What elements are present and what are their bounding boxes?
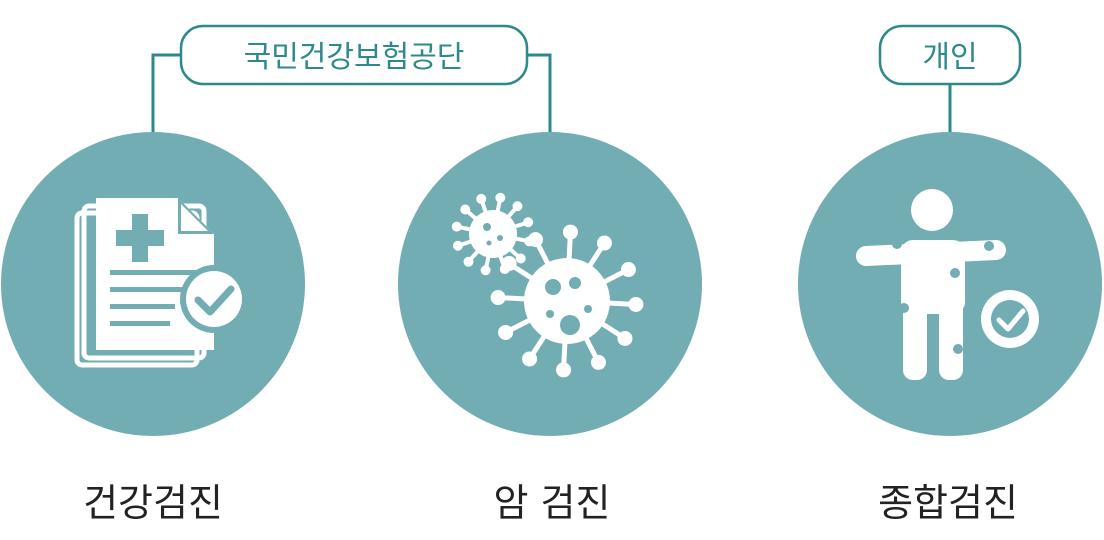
- comprehensive-checkup-caption: 종합검진: [878, 481, 1018, 525]
- virus-spike-knob: [501, 256, 517, 272]
- nhis-connector: [151, 53, 552, 134]
- virus-spike-knob: [480, 265, 491, 276]
- cancer-screening-item: [398, 132, 702, 436]
- virus-spike-knob: [523, 217, 534, 228]
- virus-spike-knob: [562, 224, 578, 240]
- cancer-screening-caption: 암 검진: [494, 481, 611, 525]
- virus-spike-knob: [556, 362, 572, 378]
- virus-spike-knob: [617, 330, 633, 346]
- individual-label: 개인: [922, 40, 977, 75]
- comprehensive-checkup-item: [798, 132, 1102, 436]
- health-checkup-caption: 건강검진: [83, 481, 223, 525]
- virus-spike-knob: [620, 262, 636, 278]
- virus-spike-knob: [522, 351, 538, 367]
- virus-spike-knob: [495, 192, 506, 203]
- medical-document-check-icon: [74, 198, 248, 368]
- virus-spike-knob: [451, 221, 462, 232]
- virus-spike-knob: [512, 201, 523, 212]
- nhis-group-label: 국민건강보험공단: [179, 24, 529, 86]
- body-check-icon: [856, 189, 1045, 380]
- virus-spike-knob: [590, 354, 606, 370]
- virus-spike-knob: [452, 240, 463, 251]
- virus-spike-knob: [463, 256, 474, 267]
- nhis-label: 국민건강보험공단: [244, 40, 465, 75]
- individual-group-label: 개인: [878, 24, 1022, 86]
- virus-spike-knob: [476, 193, 487, 204]
- virus-spike-knob: [460, 204, 471, 215]
- virus-spike-knob: [490, 290, 506, 306]
- virus-spike-knob: [596, 235, 612, 251]
- virus-spike-knob: [628, 296, 644, 312]
- virus-spike-knob: [528, 232, 544, 248]
- virus-spike-knob: [498, 324, 514, 340]
- virus-spike-knob: [515, 253, 526, 264]
- health-checkup-item: [1, 132, 305, 436]
- virus-icon: [451, 192, 644, 378]
